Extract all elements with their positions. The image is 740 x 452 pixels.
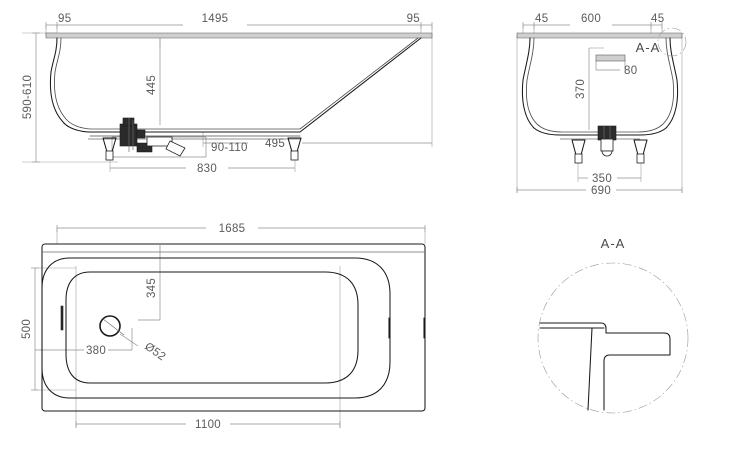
- section-view-support-feet: [571, 139, 648, 164]
- front-elevation-view: 95 1495 95 590-610 445 90-110 830 495: [22, 13, 433, 175]
- rim-detail-view: A-A: [537, 236, 689, 414]
- front-dim-445: 445: [146, 75, 158, 95]
- section-dim-45-left: 45: [535, 13, 548, 25]
- plan-dim-drain-diameter: Ø52: [142, 341, 167, 364]
- plan-top-view: 1685 500 345 380 Ø52 1100: [21, 223, 426, 431]
- section-view-waste-assembly: [597, 125, 617, 157]
- section-label-aa: A-A: [636, 40, 661, 55]
- detail-label-aa: A-A: [601, 236, 626, 251]
- section-view-tub-outline: [516, 32, 683, 140]
- front-view-waste-assembly: [119, 117, 186, 157]
- plan-dim-345: 345: [146, 278, 158, 298]
- plan-dim-380: 380: [86, 345, 106, 357]
- plan-dim-1685: 1685: [219, 223, 246, 235]
- front-dim-1495: 1495: [202, 13, 229, 25]
- section-dim-600: 600: [581, 13, 601, 25]
- end-section-view: 45 600 45 80 370 350 690 A-A: [516, 13, 687, 197]
- section-dim-690: 690: [591, 185, 611, 197]
- front-dim-495: 495: [265, 138, 285, 150]
- front-dim-90-110: 90-110: [211, 142, 248, 154]
- front-dim-95-left: 95: [58, 13, 71, 25]
- plan-view-dimension-lines: [31, 225, 426, 428]
- section-dim-350: 350: [592, 173, 612, 185]
- section-view-overflow-plate: [595, 54, 626, 62]
- plan-dim-1100: 1100: [195, 419, 221, 431]
- section-aa-callout: [657, 27, 687, 57]
- section-dim-80: 80: [624, 65, 637, 77]
- plan-dim-500: 500: [21, 319, 33, 339]
- front-dim-830: 830: [197, 163, 217, 175]
- plan-view-tub-outline: [41, 243, 426, 412]
- plan-view-drain-hole: [99, 315, 139, 347]
- section-dim-370: 370: [575, 79, 587, 99]
- front-dim-height: 590-610: [22, 75, 34, 119]
- section-dim-45-right: 45: [651, 13, 664, 25]
- front-dim-95-right: 95: [407, 13, 420, 25]
- front-view-tub-outline: [45, 32, 433, 140]
- front-view-support-feet: [102, 137, 302, 161]
